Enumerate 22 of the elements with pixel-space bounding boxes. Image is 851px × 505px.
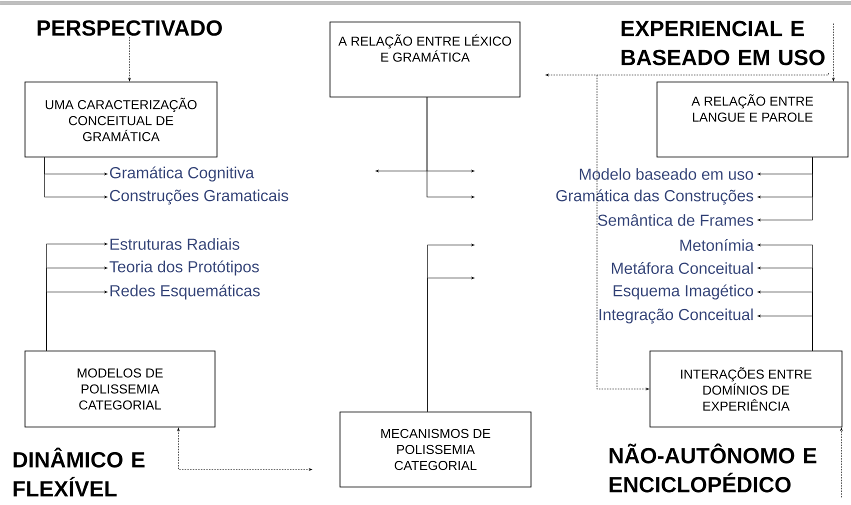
concept-box: UMA CARACTERIZAÇÃO CONCEITUAL DE GRAMÁTICA: [24, 82, 218, 158]
heading-text: NÃO-AUTÔNOMO E ENCICLOPÉDICO: [610, 444, 816, 492]
concept-box: A RELAÇÃO ENTRE LANGUE E PAROLE: [656, 82, 848, 158]
heading-text: EXPERIENCIAL E BASEADO EM USO: [622, 20, 825, 66]
heading-text: DINÂMICO E FLEXÍVEL: [14, 448, 145, 496]
list-item: Esquema Imagético: [614, 284, 754, 300]
concept-box: MODELOS DE POLISSEMIA CATEGORIAL: [24, 350, 216, 428]
list-item: Gramática das Construções: [556, 189, 754, 205]
heading-text: PERSPECTIVADO: [38, 20, 222, 36]
list-item: Teoria dos Protótipos: [110, 260, 259, 276]
list-item: Metáfora Conceitual: [612, 262, 753, 274]
concept-box: MECANISMOS DE POLISSEMIA CATEGORIAL: [340, 412, 532, 488]
list-item: Construções Gramaticais: [110, 190, 288, 204]
list-item: Metonímia: [680, 239, 754, 251]
list-item: Modelo baseado em uso: [580, 168, 754, 180]
list-item: Redes Esquemáticas: [110, 284, 260, 300]
concept-box: A RELAÇÃO ENTRE LÉXICO E GRAMÁTICA: [330, 22, 520, 98]
concept-box: INTERAÇÕES ENTRE DOMÍNIOS DE EXPERIÊNCIA: [650, 350, 842, 428]
list-item: Gramática Cognitiva: [110, 166, 254, 182]
list-item: Estruturas Radiais: [110, 238, 240, 250]
list-item: Integração Conceitual: [600, 308, 753, 324]
list-item: Semântica de Frames: [598, 214, 754, 226]
